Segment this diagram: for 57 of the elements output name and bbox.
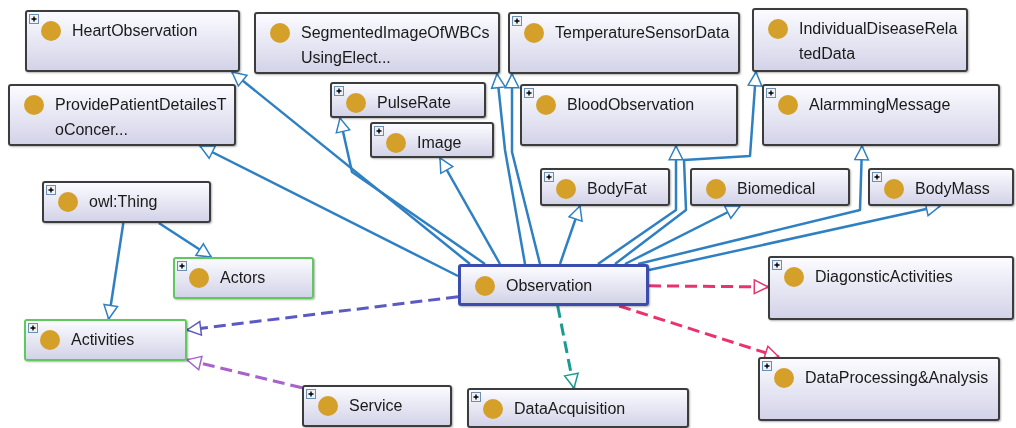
class-box [254,12,500,74]
class-name: AlarmmingMessage [809,95,952,115]
class-name: Activities [71,330,136,350]
class-name: BodyFat [587,179,648,199]
class-box [25,10,240,72]
arrow [624,204,741,266]
class-box [24,319,187,361]
arrow [186,295,459,336]
arrow [558,205,583,265]
arrow [186,355,303,390]
class-box [690,168,850,206]
arrow [438,157,502,265]
class-name: owl:Thing [89,192,159,212]
class-box [458,264,649,306]
class-box [868,168,1014,206]
arrow [597,145,684,266]
class-box [508,12,740,74]
class-name: Actors [220,268,267,288]
class-box [520,84,738,146]
class-box [758,357,1000,421]
class-name: DiagonsticActivities [815,267,954,287]
class-box [768,256,1014,320]
arrow [490,73,527,265]
class-name: DataProcessing&Analysis [805,368,990,388]
class-name: ProvidePatientDetailesToConcer... [55,95,228,140]
arrow [649,279,769,295]
arrow [614,71,763,265]
class-box [42,181,211,223]
class-name: IndividualDiseaseRelatedData [799,19,959,64]
class-name: HeartObservation [72,21,199,41]
class-name: DataAcquisition [514,399,627,419]
class-name: BloodObservation [567,95,696,115]
class-name: TemperatureSensorData [555,23,731,43]
class-name: Image [417,133,463,153]
class-box [752,8,968,72]
class-box [302,385,452,427]
arrow [335,117,486,266]
class-name: Observation [506,276,594,296]
class-name: SegmentedImageOfWBCsUsingElect... [301,23,491,68]
arrow [231,71,471,265]
arrow [556,305,579,389]
class-name: Service [349,396,404,416]
class-name: BodyMass [915,179,991,199]
arrow [103,222,125,320]
class-box [467,388,689,428]
class-box [370,122,494,158]
class-box [330,82,486,118]
arrow [199,144,459,278]
class-name: PulseRate [377,93,452,113]
arrow [158,221,212,259]
class-name: Biomedical [737,179,817,199]
class-box [762,84,1000,146]
class-box [540,168,670,206]
arrow [637,145,870,266]
class-box [173,257,314,299]
class-box [8,84,236,146]
arrow [504,73,542,265]
